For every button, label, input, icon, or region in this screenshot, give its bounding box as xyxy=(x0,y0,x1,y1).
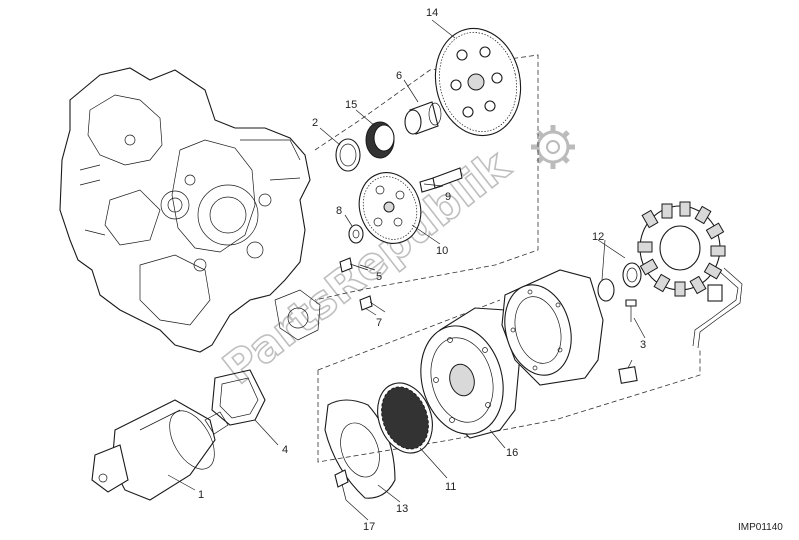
callout-14: 14 xyxy=(426,7,438,19)
part-5-bolt xyxy=(339,257,369,273)
part-17-screw xyxy=(334,469,349,501)
part-6-bushing xyxy=(404,101,442,135)
leader-lines xyxy=(167,19,646,521)
part-washer-rings xyxy=(597,262,642,302)
gear-watermark-icon xyxy=(531,125,575,169)
part-16-flywheel xyxy=(420,307,521,439)
part-1-starter-motor xyxy=(91,399,229,501)
part-7-bolt xyxy=(359,295,386,313)
callout-12: 12 xyxy=(592,231,604,243)
part-12-stator xyxy=(618,201,743,384)
assembly-outline-upper xyxy=(314,54,539,301)
part-9-shaft xyxy=(419,167,463,193)
part-13-cover-plate xyxy=(324,399,396,499)
part-2-washer xyxy=(335,138,361,172)
callout-17: 17 xyxy=(363,521,375,533)
callout-3: 3 xyxy=(640,339,646,351)
callout-15: 15 xyxy=(345,99,357,111)
reference-code: IMP01140 xyxy=(738,522,783,533)
callout-13: 13 xyxy=(396,503,408,515)
callout-10: 10 xyxy=(436,245,448,257)
callout-11: 11 xyxy=(445,481,456,493)
part-10-intermediate-gear xyxy=(358,172,422,244)
part-15-needle-bearing xyxy=(365,121,395,159)
callout-labels: 14 6 15 2 9 10 8 5 7 12 3 4 1 16 11 13 1… xyxy=(198,7,646,533)
callout-7: 7 xyxy=(376,317,382,329)
crankcase xyxy=(59,67,321,353)
callout-6: 6 xyxy=(396,70,402,82)
callout-9: 9 xyxy=(445,191,451,203)
callout-1: 1 xyxy=(198,489,204,501)
part-8-washer xyxy=(348,224,364,244)
callout-8: 8 xyxy=(336,205,342,217)
part-14-large-gear xyxy=(434,27,522,137)
part-3-screw xyxy=(625,299,637,322)
assembly-outline-lower xyxy=(317,348,701,463)
callout-4: 4 xyxy=(282,444,288,456)
part-11-freewheel xyxy=(377,382,433,454)
callout-16: 16 xyxy=(506,447,518,459)
callout-2: 2 xyxy=(312,117,318,129)
callout-5: 5 xyxy=(376,271,382,283)
part-rotor xyxy=(501,269,604,386)
